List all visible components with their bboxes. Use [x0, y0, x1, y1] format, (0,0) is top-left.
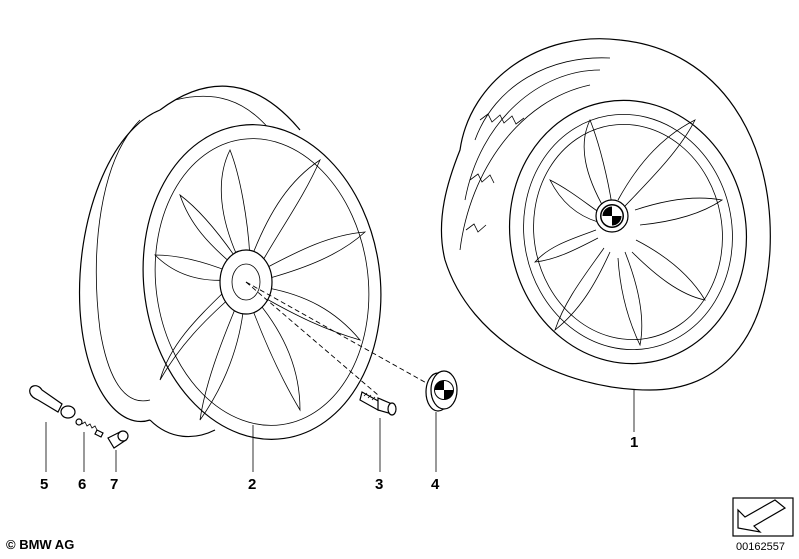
- hub-cap-drawing: [425, 370, 458, 412]
- rim-drawing: [78, 85, 382, 440]
- assembly-line: [245, 281, 431, 386]
- wheel-drawing: [440, 38, 771, 391]
- valve-cap-drawing: [107, 430, 129, 449]
- bolt-drawing: [359, 391, 397, 416]
- callout-4: 4: [431, 476, 440, 493]
- callout-6: 6: [78, 476, 86, 493]
- leader-lines: [45, 390, 635, 472]
- assembly-line-bolt: [245, 281, 379, 396]
- arrow-icon: [732, 497, 794, 537]
- document-number: 00162557: [736, 541, 785, 553]
- callout-3: 3: [375, 476, 383, 493]
- callout-1: 1: [630, 434, 638, 451]
- copyright-label: © BMW AG: [6, 537, 75, 552]
- valve-drawing: [29, 385, 76, 419]
- callout-5: 5: [40, 476, 48, 493]
- valve-core-drawing: [75, 418, 104, 438]
- callout-2: 2: [248, 476, 256, 493]
- callout-7: 7: [110, 476, 118, 493]
